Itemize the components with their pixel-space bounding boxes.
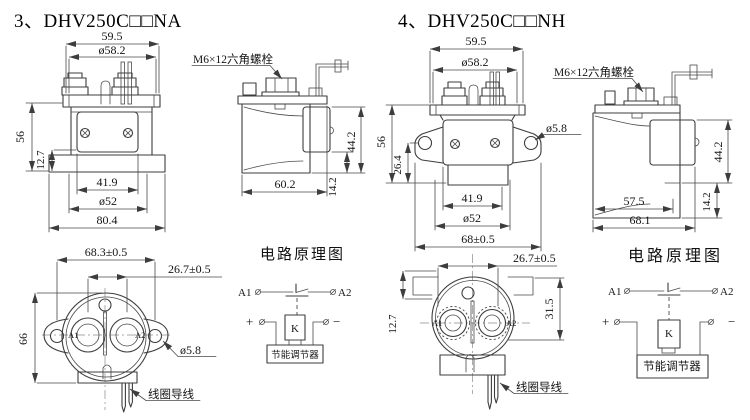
circuit-plus-label: + bbox=[602, 314, 609, 329]
dim-56: 56 bbox=[374, 136, 388, 148]
panel-title-na: 3、DHV250C□□NA bbox=[14, 11, 182, 32]
circuit-title-na: 电路原理图 bbox=[260, 247, 346, 263]
dim-26-7: 26.7±0.5 bbox=[168, 262, 211, 276]
dim-56: 56 bbox=[13, 131, 27, 143]
dim-68-1: 68.1 bbox=[630, 213, 651, 227]
front-dimensions-na: 59.5 ø58.2 56 12.7 41.9 ø52 80.4 bbox=[13, 29, 166, 233]
dim-52: ø52 bbox=[99, 194, 117, 208]
circuit-title-nh: 电路原理图 bbox=[628, 248, 724, 265]
circuit-minus-label: − bbox=[333, 314, 340, 329]
dim-60-2: 60.2 bbox=[275, 177, 296, 191]
dim-26-4: 26.4 bbox=[392, 155, 404, 175]
relay-front-outline-na bbox=[48, 61, 166, 173]
dim-31-5: 31.5 bbox=[542, 299, 556, 320]
dim-58-2: ø58.2 bbox=[99, 43, 126, 57]
terminal-a2-label: A2 bbox=[506, 318, 516, 328]
dim-41-9: 41.9 bbox=[97, 175, 118, 189]
circuit-minus-label: − bbox=[728, 314, 735, 329]
dim-26-7: 26.7±0.5 bbox=[513, 251, 556, 265]
terminal-a1-label: A1 bbox=[432, 318, 442, 328]
dim-57-5: 57.5 bbox=[624, 194, 645, 208]
side-dimensions-nh: M6×12六角螺栓 44.2 14.2 57.5 68.1 bbox=[552, 65, 733, 233]
circuit-a2-label: A2 bbox=[338, 287, 351, 299]
side-view-na: M6×12六角螺栓 44.2 14.2 60.2 bbox=[191, 52, 366, 197]
circuit-coil-label: K bbox=[291, 323, 299, 335]
bolt-label: M6×12六角螺栓 bbox=[193, 52, 273, 66]
circuit-diagram-na: A1 A2 K + − 节能调节器 bbox=[238, 283, 351, 364]
dim-68: 68±0.5 bbox=[461, 232, 495, 246]
circuit-a2-label: A2 bbox=[720, 286, 733, 298]
relay-side-outline-nh bbox=[592, 64, 713, 219]
front-view-na: 59.5 ø58.2 56 12.7 41.9 ø52 80.4 bbox=[13, 29, 166, 233]
bolt-label: M6×12六角螺栓 bbox=[554, 65, 634, 79]
relay-bottom-outline-nh: A1 A2 bbox=[412, 254, 534, 410]
controller-box-label: 节能调节器 bbox=[643, 359, 701, 373]
circuit-schematic-nh: A1 A2 K + − 节能调节器 bbox=[602, 282, 735, 379]
dim-59-5: 59.5 bbox=[466, 34, 487, 48]
terminal-a1-label: A1 bbox=[68, 330, 78, 340]
front-view-nh: 59.5 ø58.2 56 26.4 ø5.8 41.9 ø52 68±0.5 bbox=[374, 34, 582, 252]
bottom-view-nh: A1 A2 26.7±0.5 12.7 31.5 线圈导线 bbox=[387, 251, 569, 410]
dim-58-2: ø58.2 bbox=[462, 55, 489, 69]
dim-41-9: 41.9 bbox=[462, 191, 483, 205]
dim-5-8: ø5.8 bbox=[180, 343, 201, 357]
controller-box-label: 节能调节器 bbox=[271, 349, 319, 361]
coil-wire-label: 线圈导线 bbox=[148, 387, 194, 401]
dim-59-5: 59.5 bbox=[102, 29, 123, 43]
dim-80-4: 80.4 bbox=[97, 213, 118, 227]
dim-12-7: 12.7 bbox=[387, 314, 399, 334]
dim-44-2: 44.2 bbox=[344, 132, 358, 153]
dim-66: 66 bbox=[16, 333, 30, 345]
dim-14-2: 14.2 bbox=[701, 192, 713, 211]
side-view-nh: M6×12六角螺栓 44.2 14.2 57.5 68.1 bbox=[552, 64, 733, 233]
circuit-plus-label: + bbox=[246, 314, 253, 329]
bottom-dimensions-na: 68.3±0.5 26.7±0.5 66 ø5.8 线圈导线 bbox=[16, 245, 222, 401]
circuit-a1-label: A1 bbox=[608, 286, 621, 298]
bottom-view-na: A1 A2 68.3±0.5 26.7±0.5 66 ø5.8 线圈导线 bbox=[16, 245, 222, 413]
front-dimensions-nh: 59.5 ø58.2 56 26.4 ø5.8 41.9 ø52 68±0.5 bbox=[374, 34, 582, 252]
circuit-coil-label: K bbox=[665, 328, 673, 340]
relay-side-outline-na bbox=[237, 59, 349, 174]
dim-68-3: 68.3±0.5 bbox=[85, 245, 128, 259]
dim-12-7: 12.7 bbox=[35, 150, 47, 170]
dim-44-2: 44.2 bbox=[711, 142, 725, 163]
panel-title-nh: 4、DHV250C□□NH bbox=[398, 11, 566, 32]
bottom-dimensions-nh: 26.7±0.5 12.7 31.5 线圈导线 bbox=[387, 251, 569, 394]
circuit-diagram-nh: A1 A2 K + − 节能调节器 bbox=[602, 282, 735, 379]
terminal-a2-label: A2 bbox=[135, 330, 145, 340]
circuit-schematic-na: A1 A2 K + − 节能调节器 bbox=[238, 283, 351, 364]
circuit-a1-label: A1 bbox=[238, 287, 251, 299]
dim-5-8: ø5.8 bbox=[546, 121, 567, 135]
coil-wire-label: 线圈导线 bbox=[516, 380, 562, 394]
dim-52: ø52 bbox=[463, 211, 481, 225]
side-dimensions-na: M6×12六角螺栓 44.2 14.2 60.2 bbox=[191, 52, 366, 197]
dim-14-2: 14.2 bbox=[327, 177, 339, 196]
